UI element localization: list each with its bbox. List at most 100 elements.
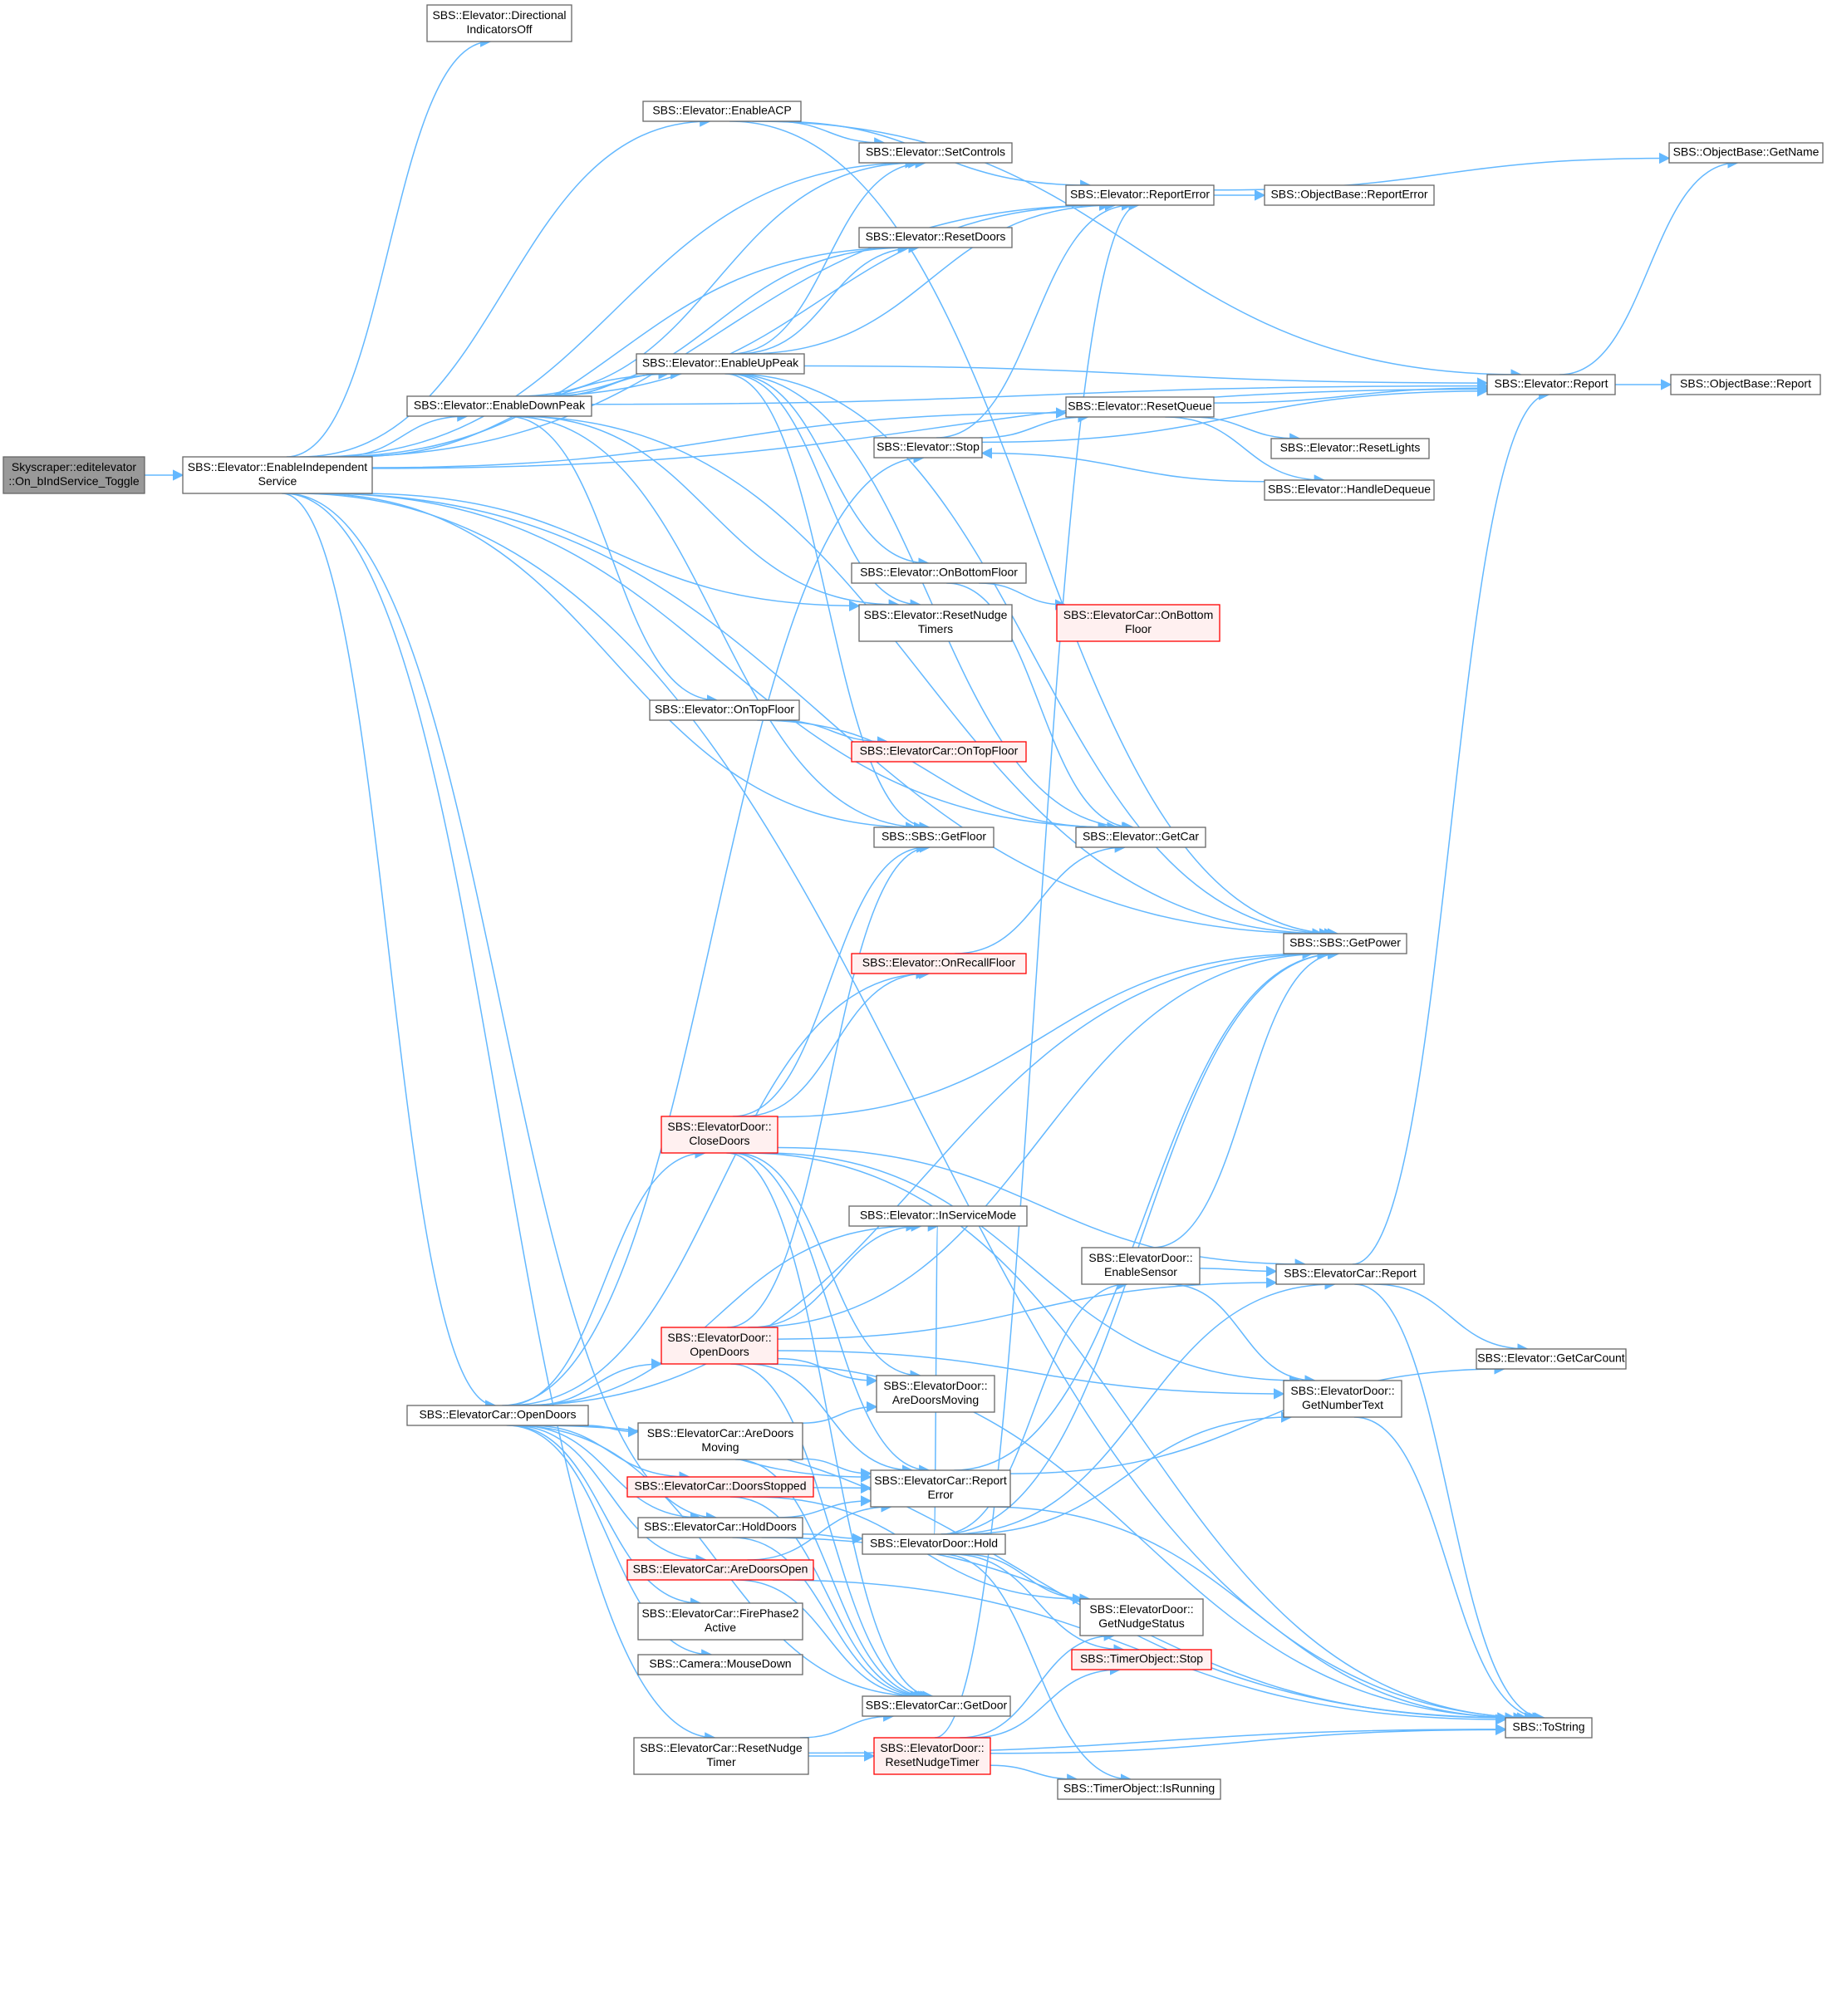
node-getDoor[interactable]: SBS::ElevatorCar::GetDoor <box>862 1695 1011 1717</box>
node-enableSensor[interactable]: SBS::ElevatorDoor::EnableSensor <box>1081 1247 1201 1285</box>
node-elevReport[interactable]: SBS::Elevator::Report <box>1486 374 1616 395</box>
node-box <box>636 353 805 375</box>
node-label: SBS::ElevatorDoor:: <box>667 1331 771 1344</box>
node-box <box>1075 827 1206 848</box>
node-carOnBottomFloor[interactable]: SBS::ElevatorCar::OnBottomFloor <box>1056 604 1220 642</box>
edge-carReport-to-elevReport <box>1352 389 1550 1265</box>
node-enableDownPeak[interactable]: SBS::Elevator::EnableDownPeak <box>406 395 592 417</box>
node-onBottomFloor[interactable]: SBS::Elevator::OnBottomFloor <box>851 562 1027 584</box>
node-box <box>1065 184 1215 206</box>
node-resetLights[interactable]: SBS::Elevator::ResetLights <box>1270 438 1430 459</box>
node-carResetNudge[interactable]: SBS::ElevatorCar::ResetNudgeTimer <box>633 1737 809 1775</box>
node-label: SBS::Elevator::ResetQueue <box>1068 400 1212 413</box>
node-carOpenDoors[interactable]: SBS::ElevatorCar::OpenDoors <box>406 1405 589 1426</box>
edge-carReport-to-toString <box>1354 1283 1546 1724</box>
node-getPower[interactable]: SBS::SBS::GetPower <box>1283 933 1407 954</box>
node-onTopFloor[interactable]: SBS::Elevator::OnTopFloor <box>649 699 800 721</box>
edge-doorCloseDoors-to-toString <box>744 1152 1536 1724</box>
edge-elevStop-to-resetQueue <box>980 411 1089 439</box>
edge-enableIS-to-enableDownPeak <box>336 410 469 458</box>
edge-carResetNudge-to-getDoor <box>799 1710 895 1739</box>
node-root[interactable]: Skyscraper::editelevator::On_bIndService… <box>2 456 145 494</box>
node-carAreDoorsMoving[interactable]: SBS::ElevatorCar::AreDoorsMoving <box>637 1422 803 1460</box>
node-doorCloseDoors[interactable]: SBS::ElevatorDoor::CloseDoors <box>661 1116 778 1154</box>
node-label: SBS::Elevator::ReportError <box>1070 188 1210 201</box>
node-objReport[interactable]: SBS::ObjectBase::Report <box>1670 374 1821 395</box>
node-box <box>1056 604 1220 642</box>
node-doorHold[interactable]: SBS::ElevatorDoor::Hold <box>862 1533 1006 1555</box>
node-doorsStopped[interactable]: SBS::ElevatorCar::DoorsStopped <box>626 1476 814 1498</box>
edge-carReportError-to-toString <box>986 1506 1525 1724</box>
node-areDoorsOpen[interactable]: SBS::ElevatorCar::AreDoorsOpen <box>626 1559 814 1581</box>
node-carReport[interactable]: SBS::ElevatorCar::Report <box>1275 1263 1425 1285</box>
node-label: ResetNudgeTimer <box>885 1755 979 1768</box>
node-label: Timers <box>918 622 953 635</box>
edge-carOpenDoors-to-getPower <box>515 948 1329 1406</box>
edge-handleDequeue-to-elevStop <box>980 447 1265 483</box>
node-box <box>633 1737 809 1775</box>
node-resetQueue[interactable]: SBS::Elevator::ResetQueue <box>1065 396 1215 418</box>
edge-enableDownPeak-to-getPower <box>514 415 1331 939</box>
node-label: SBS::ElevatorDoor:: <box>880 1741 984 1754</box>
node-label: SBS::ElevatorCar::FirePhase2 <box>641 1606 798 1620</box>
node-box <box>858 142 1013 164</box>
edge-enableIS-to-holdDoors <box>285 493 718 1523</box>
node-getNumberText[interactable]: SBS::ElevatorDoor::GetNumberText <box>1283 1380 1402 1418</box>
node-getCarCount[interactable]: SBS::Elevator::GetCarCount <box>1476 1348 1627 1370</box>
node-resetDoors[interactable]: SBS::Elevator::ResetDoors <box>858 227 1013 248</box>
edge-doorResetNudge-to-timerStop <box>971 1664 1122 1739</box>
edge-doorResetNudge-to-toString <box>990 1724 1507 1754</box>
node-label: SBS::Elevator::ResetLights <box>1280 441 1421 454</box>
node-box <box>2 456 145 494</box>
node-box <box>1057 1778 1221 1800</box>
edge-doorsStopped-to-getDoor <box>729 1496 928 1702</box>
node-label: SBS::ElevatorCar::Report <box>874 1474 1007 1487</box>
edge-doorResetNudge-to-getNudgeStatus <box>960 1630 1116 1739</box>
edge-holdDoors-to-carReportError <box>776 1495 872 1518</box>
edge-doorCloseDoors-to-carReport <box>777 1146 1307 1270</box>
edge-elevReport-to-objGetName <box>1559 157 1739 375</box>
edge-enableIS-to-carOpenDoors <box>282 493 497 1411</box>
node-objReportError[interactable]: SBS::ObjectBase::ReportError <box>1264 184 1435 206</box>
edge-enableUpPeak-to-onBottomFloor <box>730 373 930 569</box>
node-isRunning[interactable]: SBS::TimerObject::IsRunning <box>1057 1778 1221 1800</box>
node-label: Timer <box>706 1755 736 1768</box>
node-toString[interactable]: SBS::ToString <box>1505 1717 1593 1739</box>
node-enableUpPeak[interactable]: SBS::Elevator::EnableUpPeak <box>636 353 805 375</box>
node-handleDequeue[interactable]: SBS::Elevator::HandleDequeue <box>1264 479 1435 501</box>
edge-enableIS-to-setControls <box>314 157 916 458</box>
node-holdDoors[interactable]: SBS::ElevatorCar::HoldDoors <box>637 1517 803 1538</box>
node-doorOpenDoors[interactable]: SBS::ElevatorDoor::OpenDoors <box>661 1327 778 1365</box>
node-box <box>642 101 802 122</box>
node-box <box>858 227 1013 248</box>
edge-onRecallFloor-to-getCar <box>955 841 1127 954</box>
node-carOnTopFloor[interactable]: SBS::ElevatorCar::OnTopFloor <box>851 741 1027 763</box>
node-label: SBS::ElevatorCar::HoldDoors <box>644 1520 797 1533</box>
node-label: EnableSensor <box>1104 1265 1177 1278</box>
node-setControls[interactable]: SBS::Elevator::SetControls <box>858 142 1013 164</box>
node-label: SBS::Elevator::Directional <box>432 8 566 22</box>
node-mouseDown[interactable]: SBS::Camera::MouseDown <box>637 1654 803 1675</box>
node-getFloor[interactable]: SBS::SBS::GetFloor <box>873 827 995 848</box>
node-enableACP[interactable]: SBS::Elevator::EnableACP <box>642 101 802 122</box>
node-elevReportError[interactable]: SBS::Elevator::ReportError <box>1065 184 1215 206</box>
edge-carAreDoorsMoving-to-carReportError <box>802 1458 872 1479</box>
node-objGetName[interactable]: SBS::ObjectBase::GetName <box>1668 142 1824 164</box>
edge-enableDownPeak-to-elevReport <box>591 380 1489 405</box>
node-box <box>637 1517 803 1538</box>
edge-areDoorsOpen-to-getDoor <box>736 1579 922 1702</box>
node-doorResetNudge[interactable]: SBS::ElevatorDoor::ResetNudgeTimer <box>873 1737 991 1775</box>
node-carReportError[interactable]: SBS::ElevatorCar::ReportError <box>870 1469 1011 1508</box>
node-onRecallFloor[interactable]: SBS::Elevator::OnRecallFloor <box>851 953 1027 974</box>
node-timerStop[interactable]: SBS::TimerObject::Stop <box>1071 1649 1212 1670</box>
edge-doorOpenDoors-to-getDoor <box>730 1363 932 1702</box>
node-elevStop[interactable]: SBS::Elevator::Stop <box>873 437 983 459</box>
node-getCar[interactable]: SBS::Elevator::GetCar <box>1075 827 1206 848</box>
node-inServiceMode[interactable]: SBS::Elevator::InServiceMode <box>848 1205 1028 1227</box>
node-getNudgeStatus[interactable]: SBS::ElevatorDoor::GetNudgeStatus <box>1079 1598 1204 1636</box>
node-doorAreDoorsMoving[interactable]: SBS::ElevatorDoor::AreDoorsMoving <box>876 1375 995 1413</box>
